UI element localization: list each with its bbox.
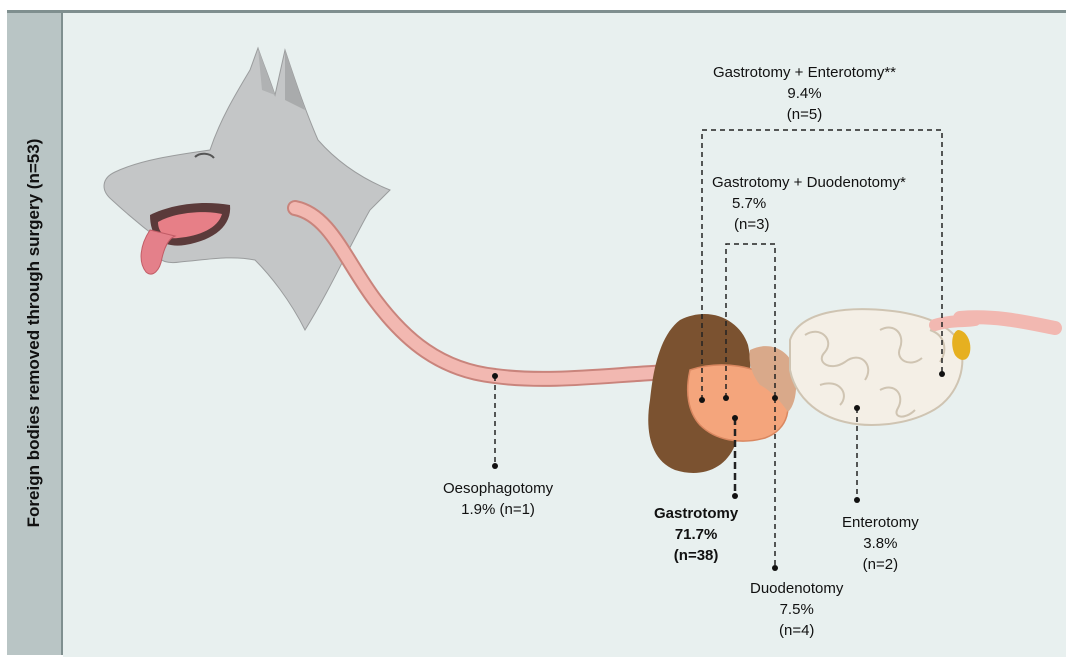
label-duodenotomy: Duodenotomy 7.5% (n=4) <box>750 578 843 641</box>
label-enterotomy-pct: 3.8% <box>842 533 919 554</box>
label-duodenotomy-n: (n=4) <box>750 620 843 641</box>
label-oesophagotomy: Oesophagotomy 1.9% (n=1) <box>443 478 553 520</box>
label-enterotomy-title: Enterotomy <box>842 512 919 533</box>
label-duodenotomy-pct: 7.5% <box>750 599 843 620</box>
label-gastrotomy-enterotomy-title: Gastrotomy + Enterotomy** <box>713 62 896 83</box>
label-gastrotomy-duodenotomy: Gastrotomy + Duodenotomy* 5.7% (n=3) <box>712 172 906 235</box>
label-gastrotomy-duodenotomy-n: (n=3) <box>712 214 906 235</box>
label-gastrotomy-duodenotomy-pct: 5.7% <box>712 193 906 214</box>
intestine-illustration <box>790 309 1055 425</box>
label-gastrotomy-enterotomy-n: (n=5) <box>713 104 896 125</box>
label-gastrotomy: Gastrotomy 71.7% (n=38) <box>654 503 738 566</box>
label-duodenotomy-title: Duodenotomy <box>750 578 843 599</box>
label-gastrotomy-duodenotomy-title: Gastrotomy + Duodenotomy* <box>712 172 906 193</box>
dog-head-illustration <box>104 48 390 330</box>
label-oesophagotomy-title: Oesophagotomy <box>443 478 553 499</box>
label-oesophagotomy-pct-n: 1.9% (n=1) <box>443 499 553 520</box>
label-gastrotomy-n: (n=38) <box>654 545 738 566</box>
rectum-tube <box>960 317 1055 328</box>
label-enterotomy: Enterotomy 3.8% (n=2) <box>842 512 919 575</box>
label-gastrotomy-title: Gastrotomy <box>654 503 738 524</box>
label-enterotomy-n: (n=2) <box>842 554 919 575</box>
label-gastrotomy-enterotomy: Gastrotomy + Enterotomy** 9.4% (n=5) <box>713 62 896 125</box>
label-gastrotomy-pct: 71.7% <box>654 524 738 545</box>
label-gastrotomy-enterotomy-pct: 9.4% <box>713 83 896 104</box>
